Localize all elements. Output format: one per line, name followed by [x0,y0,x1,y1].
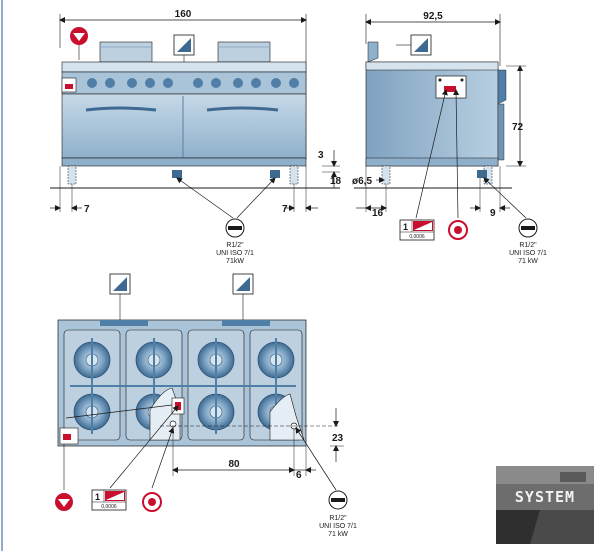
gas-connection-icon [225,218,245,238]
side-height-dim: 72 [512,122,524,133]
front-gas-label-3: 71kW [226,258,244,265]
front-foot-offset-right: 7 [282,204,288,215]
top-plate-code: 0,0006 [101,504,117,510]
side-gas-label-1: R1/2" [519,242,537,249]
side-gas-label-2: UNI ISO 7/1 [509,250,547,257]
side-electrical-point-icon [448,220,468,240]
front-height-dim-b: 18 [330,176,342,187]
side-depth-dim: 92,5 [423,11,443,22]
top-width-dim: 80 [228,459,240,470]
front-foot-offset-left: 7 [84,204,90,215]
side-rating-plate: 1 0,0006 [399,219,435,241]
front-view: 160 [50,9,342,265]
side-plate-number: 1 [403,222,408,232]
side-flue-outlet-icon [396,34,432,56]
system-logo: SYSTEM [496,466,594,544]
top-electrical-point-icon [142,492,162,512]
front-gas-label-2: UNI ISO 7/1 [216,250,254,257]
logo-text: SYSTEM [515,488,575,506]
front-height-dim-a: 3 [318,150,324,161]
top-rating-plate: 1 0,0006 [91,489,127,511]
side-gas-label-3: 71 kW [518,258,538,265]
top-flue-outlet-icon-right [232,273,254,320]
side-view: 92,5 72 ø6,5 [352,11,547,265]
gas-safety-icon [70,27,88,60]
knob-row [87,78,299,88]
top-gas-label-3: 71 kW [328,531,348,538]
front-gas-label-1: R1/2" [226,242,244,249]
top-flue-outlet-icon-left [109,273,131,320]
side-offset-left: 16 [372,208,384,219]
side-plate-code: 0,0006 [409,234,425,240]
top-gas-label-2: UNI ISO 7/1 [319,523,357,530]
top-gas-safety-icon [55,493,73,511]
top-gas-label-1: R1/2" [329,515,347,522]
top-offset-right: 6 [296,470,302,481]
top-view: 23 80 6 1 0,0006 [55,273,357,538]
top-gas-connection-icon [328,490,348,510]
side-gas-connection-icon [518,218,538,238]
flue-outlet-icon [173,34,195,62]
front-width-dim: 160 [175,9,192,20]
side-diameter-dim: ø6,5 [352,176,372,187]
side-offset-right: 9 [490,208,496,219]
top-plate-number: 1 [95,492,100,502]
top-depth-dim: 23 [332,433,344,444]
